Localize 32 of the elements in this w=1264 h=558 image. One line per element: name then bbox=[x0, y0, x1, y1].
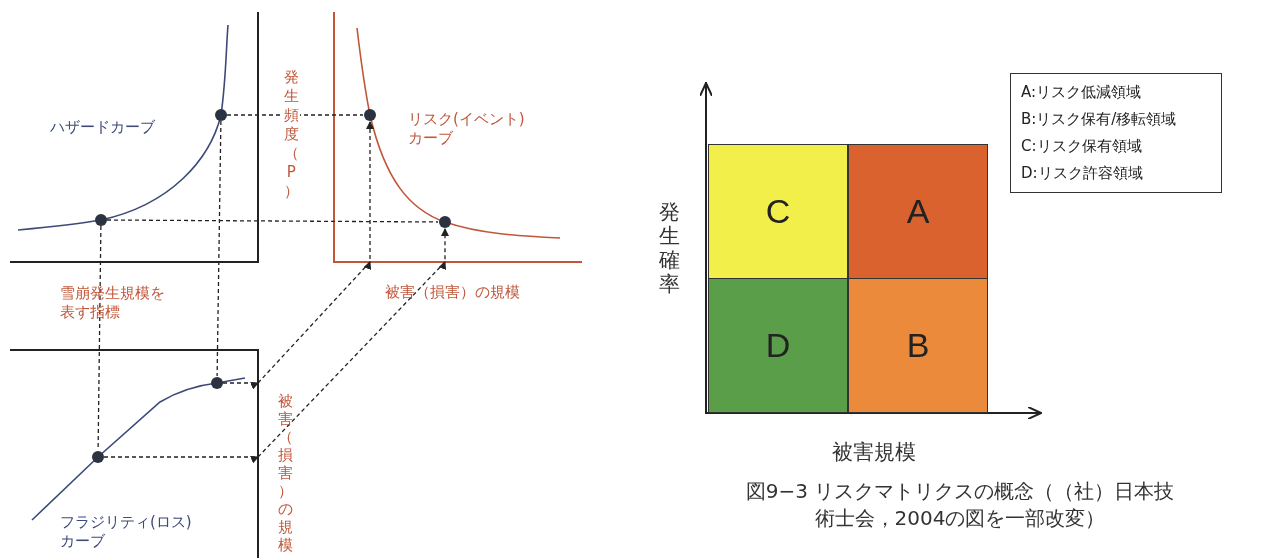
region-letter: C bbox=[765, 192, 791, 231]
region-letter: A bbox=[906, 192, 930, 231]
matrix-cell bbox=[848, 278, 988, 413]
figure-caption: 図9−3 リスクマトリクスの概念（（社）日本技術士会，2004の図を一部改変） bbox=[745, 478, 1175, 532]
curve-label: ハザードカーブ bbox=[50, 118, 155, 137]
data-point bbox=[439, 216, 451, 228]
dashed-line bbox=[106, 219, 439, 223]
curve-label: リスク(イベント)カーブ bbox=[408, 110, 526, 148]
key-entry: A:リスク低減領域 bbox=[1021, 82, 1143, 103]
dashed-line bbox=[226, 114, 364, 116]
dashed-arrow bbox=[103, 228, 449, 463]
data-point bbox=[364, 109, 376, 121]
key-box bbox=[1010, 73, 1222, 193]
axis-label: 発生確率 bbox=[658, 200, 682, 296]
curve-label: フラジリティ(ロス)カーブ bbox=[60, 513, 193, 551]
data-point bbox=[211, 377, 223, 389]
axis-label: 雪崩発生規模を表す指標 bbox=[60, 284, 166, 322]
matrix-cell bbox=[708, 278, 848, 413]
key-entry: D:リスク許容領域 bbox=[1021, 163, 1144, 184]
matrix-cell bbox=[708, 144, 848, 279]
region-letter: D bbox=[765, 326, 791, 365]
key-entry: C:リスク保有領域 bbox=[1021, 136, 1143, 157]
region-letter: B bbox=[906, 326, 930, 365]
axis-label: 発生頻度（P） bbox=[283, 68, 300, 201]
key-entry: B:リスク保有/移転領域 bbox=[1021, 109, 1178, 130]
matrix-cell bbox=[848, 144, 988, 279]
data-point bbox=[215, 109, 227, 121]
data-point bbox=[95, 214, 107, 226]
axis-label: 被害規模 bbox=[832, 443, 916, 462]
dashed-line bbox=[216, 120, 222, 377]
dashed-arrow bbox=[222, 121, 374, 389]
data-point bbox=[92, 451, 104, 463]
